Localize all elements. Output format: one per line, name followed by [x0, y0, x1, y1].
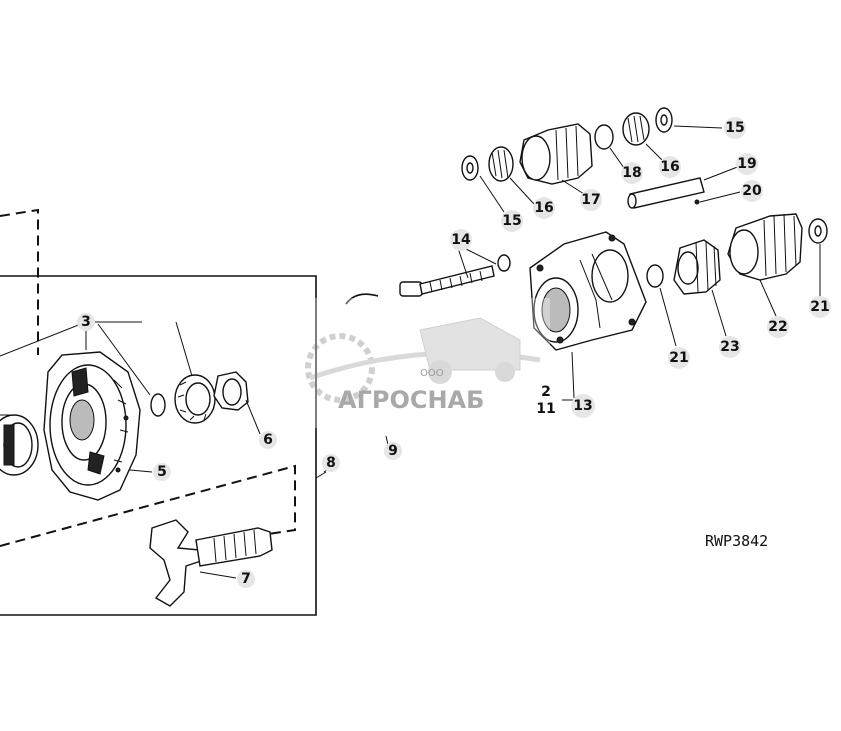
callout-7: 7: [237, 570, 255, 588]
svg-text:16: 16: [660, 159, 679, 175]
gearbox-housing-part-13: [529, 231, 647, 351]
svg-text:17: 17: [581, 192, 600, 208]
left-bearing: [0, 414, 39, 476]
svg-text:19: 19: [737, 156, 756, 172]
needle-bearing-part-16-right: [622, 112, 650, 146]
thrust-washer-part-21-right: [808, 218, 828, 244]
callout-3: 3: [77, 313, 95, 331]
svg-text:22: 22: [768, 319, 787, 335]
shaft-pin-part-19: [627, 177, 705, 209]
callout-15-left: 15: [501, 210, 523, 232]
svg-text:21: 21: [669, 350, 688, 366]
callout-5: 5: [153, 463, 171, 481]
assembly-frame: [0, 275, 327, 616]
svg-text:7: 7: [241, 571, 251, 587]
svg-text:6: 6: [263, 432, 273, 448]
watermark-logo: [300, 298, 550, 428]
callout-23: 23: [719, 336, 741, 358]
gear-part-23: [673, 239, 721, 295]
callout-6: 6: [259, 431, 277, 449]
callout-21-left: 21: [668, 347, 690, 369]
yoke-shaft-part-7: [149, 519, 273, 607]
bolt-part-14: [399, 265, 495, 297]
snap-ring: [150, 393, 166, 417]
callout-21-right: 21: [809, 296, 831, 318]
spacer-part-18: [594, 124, 614, 150]
callout-13: 13: [571, 394, 595, 418]
svg-text:15: 15: [725, 120, 744, 136]
ball-part-20: [694, 199, 700, 205]
svg-text:15: 15: [502, 213, 521, 229]
hex-nut-part-6: [213, 371, 249, 411]
callout-14: 14: [450, 229, 472, 251]
svg-text:21: 21: [810, 299, 829, 315]
callout-8: 8: [322, 454, 340, 472]
svg-text:14: 14: [451, 232, 471, 248]
needle-bearing-part-16-left: [488, 146, 514, 182]
svg-text:18: 18: [622, 165, 641, 181]
flange-housing-part-5: [43, 351, 141, 501]
callout-16-left: 16: [533, 197, 555, 219]
callout-18: 18: [621, 162, 643, 184]
partial-label-11: 11: [536, 401, 555, 417]
roller-bearing: [174, 374, 216, 424]
callout-20: 20: [741, 180, 763, 202]
partial-label-2: 2: [541, 384, 551, 400]
svg-text:13: 13: [573, 398, 592, 414]
callout-19: 19: [736, 153, 758, 175]
washer-part-14: [497, 254, 511, 272]
watermark-prefix: ООО: [420, 368, 444, 379]
drawing-reference-code: RWP3842: [705, 532, 768, 550]
thrust-washer-part-21-left: [646, 264, 664, 288]
svg-text:8: 8: [326, 455, 336, 471]
gear-part-17: [519, 123, 593, 185]
svg-text:9: 9: [388, 443, 398, 459]
callout-17: 17: [580, 189, 602, 211]
callout-16-right: 16: [659, 156, 681, 178]
svg-text:5: 5: [157, 464, 167, 480]
o-ring-part-9: [345, 293, 379, 305]
callout-22: 22: [767, 316, 789, 338]
svg-text:3: 3: [81, 314, 91, 330]
gear-part-22: [727, 213, 803, 281]
callout-9: 9: [384, 442, 402, 460]
svg-text:20: 20: [742, 183, 762, 199]
svg-text:23: 23: [720, 339, 739, 355]
thrust-washer-part-15-right: [655, 107, 673, 133]
svg-text:16: 16: [534, 200, 553, 216]
dashed-boundaries: [0, 208, 296, 547]
callout-15-right: 15: [724, 117, 746, 139]
watermark-name: АГРОСНАБ: [338, 386, 484, 414]
thrust-washer-part-15-left: [461, 155, 479, 181]
